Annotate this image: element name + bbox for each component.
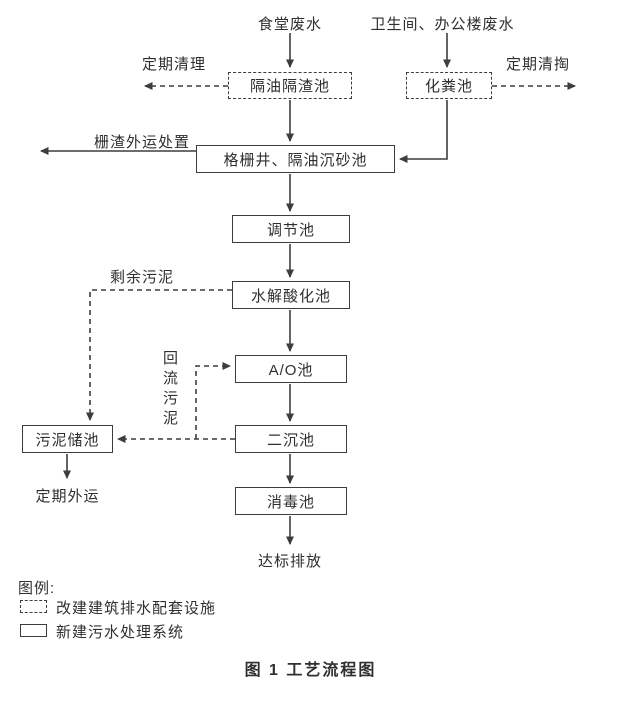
legend-dashed-label: 改建建筑排水配套设施 (56, 600, 217, 617)
label-periodic-cleaning: 定期清理 (141, 56, 206, 73)
label-periodic-transport: 定期外运 (35, 488, 100, 505)
legend-title: 图例: (18, 580, 56, 597)
node-sludge-storage-tank: 污泥储池 (22, 425, 113, 453)
figure-caption: 图 1 工艺流程图 (244, 662, 377, 679)
arrow-septic-to-gridwell (399, 100, 448, 163)
legend-solid-box (20, 624, 47, 637)
node-grid-well: 格栅井、隔油沉砂池 (196, 145, 395, 173)
arrow-return-sludge-to-ao (195, 362, 231, 439)
legend-dashed-box (20, 600, 47, 613)
arrow-excess-sludge (86, 289, 232, 421)
node-ao-tank: A/O池 (235, 355, 347, 383)
node-oil-residue-tank: 隔油隔渣池 (228, 72, 352, 99)
node-secondary-sedimentation-tank: 二沉池 (235, 425, 347, 453)
label-discharge: 达标排放 (257, 553, 322, 570)
input-toilet-office-wastewater: 卫生间、办公楼废水 (370, 16, 515, 33)
label-return-sludge: 回流污泥 (161, 350, 178, 430)
node-regulating-tank: 调节池 (232, 215, 350, 243)
node-septic-tank: 化粪池 (406, 72, 492, 99)
label-screen-residue-disposal: 栅渣外运处置 (93, 134, 190, 151)
node-disinfection-tank: 消毒池 (235, 487, 347, 515)
legend-solid-label: 新建污水处理系统 (56, 624, 185, 641)
label-excess-sludge: 剩余污泥 (109, 269, 174, 286)
input-canteen-wastewater: 食堂废水 (257, 16, 322, 33)
node-hydrolysis-tank: 水解酸化池 (232, 281, 350, 309)
label-periodic-cleanout: 定期清掏 (505, 56, 570, 73)
